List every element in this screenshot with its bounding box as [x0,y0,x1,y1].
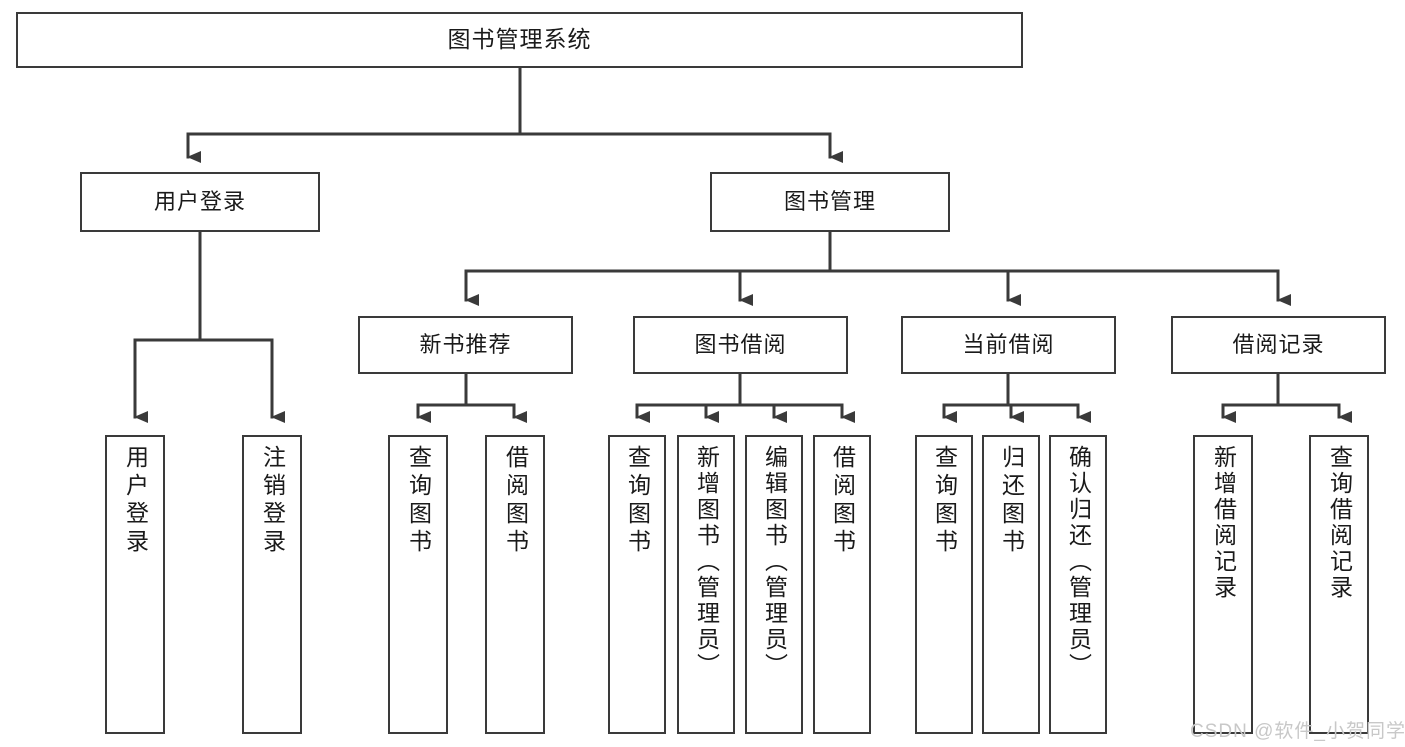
node-label: 新增图书（管理员） [693,445,720,679]
leaf-current-borrow-query-book[interactable]: 查询图书 [915,435,973,734]
node-label: 注销登录 [259,445,286,557]
node-label: 编辑图书（管理员） [761,445,788,679]
node-label: 新增借阅记录 [1210,445,1237,601]
leaf-user-login-logout[interactable]: 注销登录 [242,435,302,734]
leaf-book-borrow-edit-book-admin[interactable]: 编辑图书（管理员） [745,435,803,734]
leaf-borrow-record-add-record[interactable]: 新增借阅记录 [1193,435,1253,734]
node-label: 图书借阅 [694,332,787,358]
leaf-book-borrow-query-book[interactable]: 查询图书 [608,435,666,734]
leaf-new-book-borrow-book[interactable]: 借阅图书 [485,435,545,734]
csdn-watermark: CSDN @软件_小贺同学 [1190,721,1405,742]
node-label: 查询借阅记录 [1326,445,1353,601]
node-new-book-recommendation[interactable]: 新书推荐 [358,316,573,374]
leaf-borrow-record-query-record[interactable]: 查询借阅记录 [1309,435,1369,734]
node-label: 归还图书 [998,445,1025,557]
node-label: 借阅图书 [502,445,529,557]
node-current-borrow[interactable]: 当前借阅 [901,316,1116,374]
node-root-book-management-system[interactable]: 图书管理系统 [16,12,1023,68]
node-label: 借阅图书 [829,445,856,557]
node-label: 新书推荐 [419,332,512,358]
node-label: 借阅记录 [1232,332,1325,358]
node-label: 用户登录 [122,445,149,557]
leaf-new-book-query-book[interactable]: 查询图书 [388,435,448,734]
node-label: 查询图书 [624,445,651,557]
leaf-user-login-login[interactable]: 用户登录 [105,435,165,734]
node-label: 用户登录 [153,189,246,215]
node-label: 确认归还（管理员） [1065,445,1092,679]
node-label: 图书管理系统 [447,26,592,53]
leaf-current-borrow-confirm-return-admin[interactable]: 确认归还（管理员） [1049,435,1107,734]
node-label: 查询图书 [931,445,958,557]
node-book-management[interactable]: 图书管理 [710,172,950,232]
node-label: 图书管理 [783,189,876,215]
node-label: 当前借阅 [962,332,1055,358]
node-borrow-record[interactable]: 借阅记录 [1171,316,1386,374]
leaf-current-borrow-return-book[interactable]: 归还图书 [982,435,1040,734]
node-label: 查询图书 [405,445,432,557]
leaf-book-borrow-borrow-book[interactable]: 借阅图书 [813,435,871,734]
node-book-borrow[interactable]: 图书借阅 [633,316,848,374]
node-user-login[interactable]: 用户登录 [80,172,320,232]
leaf-book-borrow-add-book-admin[interactable]: 新增图书（管理员） [677,435,735,734]
